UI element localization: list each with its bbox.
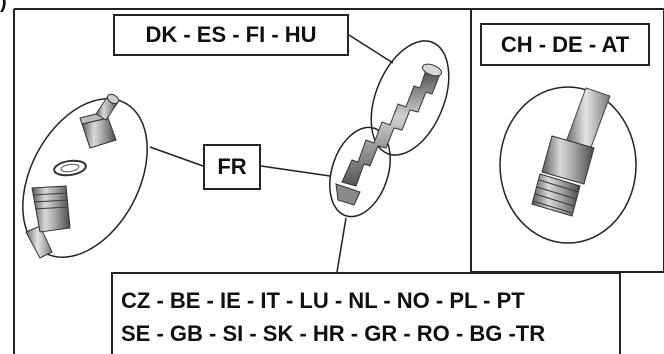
label-dk-es-fi-hu: DK - ES - FI - HU: [113, 14, 349, 56]
ch-nut: [541, 135, 595, 185]
leader-dk-line: [348, 34, 394, 64]
center-ellipse-upper: [370, 40, 450, 156]
left-hose: [25, 225, 53, 259]
center-hose-tail-illustration: [329, 40, 450, 218]
label-fr: FR: [203, 144, 261, 190]
leader-fr-right-line: [260, 165, 331, 177]
left-ellipse: [22, 98, 148, 258]
corner-mark: ): [0, 0, 7, 13]
leader-fr-left-line: [149, 146, 204, 167]
stepped-tail-top: [421, 63, 443, 77]
ch-fitting-illustration: [499, 86, 637, 244]
label-bottom-countries: CZ - BE - IE - IT - LU - NL - NO - PL - …: [111, 272, 621, 354]
left-barb-tip: [106, 93, 120, 105]
stepped-tail-lower: [335, 183, 361, 206]
leader-lines: [149, 34, 394, 273]
left-adapter-threads: [32, 192, 69, 210]
stepped-tail-body: [341, 69, 441, 187]
bottom-countries-line-2: SE - GB - SI - SK - HR - GR - RO - BG -T…: [121, 321, 546, 346]
leader-bottom-line: [336, 217, 347, 273]
left-washer-hole: [60, 163, 80, 173]
ch-thread: [531, 173, 581, 217]
label-ch-de-at: CH - DE - AT: [480, 23, 650, 66]
left-fitting-illustration: [22, 93, 148, 259]
ch-thread-lines: [532, 179, 579, 214]
left-adapter: [31, 185, 71, 233]
bottom-countries-line-1: CZ - BE - IE - IT - LU - NL - NO - PL - …: [121, 288, 525, 313]
